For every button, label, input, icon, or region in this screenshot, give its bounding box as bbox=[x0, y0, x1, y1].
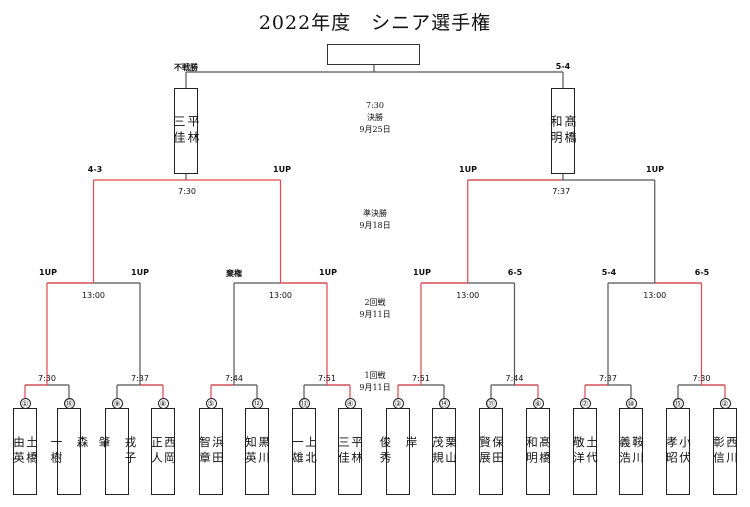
match-time: 13:00 bbox=[456, 291, 480, 300]
champion-box bbox=[327, 44, 420, 65]
player-name-box: 平林 三佳 bbox=[337, 408, 364, 495]
player-name-box: 髙橋 和明 bbox=[525, 408, 552, 495]
player-name-box: 上北 一雄 bbox=[291, 408, 318, 495]
match-result: 1UP bbox=[39, 268, 57, 277]
player-name-box: 西川 彰信 bbox=[712, 408, 739, 495]
match-time: 7:30 bbox=[692, 374, 711, 383]
first-date: 9月11日 bbox=[359, 383, 391, 392]
player-name-box: 鞍川 義浩 bbox=[618, 408, 645, 495]
finalist-box: 平林 三佳 bbox=[172, 88, 200, 174]
match-result: 1UP bbox=[413, 268, 431, 277]
match-result: 不戦勝 bbox=[174, 63, 198, 72]
player-name-box: 戎子 肇 bbox=[98, 408, 138, 495]
match-result: 6-5 bbox=[694, 268, 710, 277]
page-title: 2022年度 シニア選手権 bbox=[258, 12, 492, 34]
player-name-box: 西岡 正人 bbox=[150, 408, 177, 495]
match-time: 7:37 bbox=[131, 374, 149, 383]
final-time: 7:30 bbox=[366, 101, 384, 110]
match-result: 4-3 bbox=[87, 165, 103, 174]
player-name-box: 土橋 由英 bbox=[12, 408, 39, 495]
match-result: 6-5 bbox=[507, 268, 523, 277]
match-time: 7:30 bbox=[38, 374, 56, 383]
match-result: 棄権 bbox=[226, 269, 242, 278]
match-time: 7:37 bbox=[599, 374, 617, 383]
round-note-final: 7:30 決勝 9月25日 bbox=[359, 100, 390, 136]
player-name-box: 栗山 茂規 bbox=[431, 408, 458, 495]
match-result: 1UP bbox=[131, 268, 149, 277]
finalist-box: 髙橋 和明 bbox=[549, 88, 577, 174]
player-name-box: 浜田 智章 bbox=[198, 408, 225, 495]
match-result: 1UP bbox=[273, 165, 291, 174]
player-name-box: 土代 敬洋 bbox=[572, 408, 599, 495]
final-round-name: 決勝 bbox=[367, 113, 383, 122]
match-time: 7:44 bbox=[225, 374, 243, 383]
round-note-second: 2回戦 9月11日 bbox=[359, 297, 390, 321]
semi-date: 9月18日 bbox=[359, 221, 391, 230]
second-round-name: 2回戦 bbox=[364, 298, 386, 307]
match-time: 13:00 bbox=[643, 291, 667, 300]
first-round-name: 1回戦 bbox=[364, 371, 386, 380]
player-name-box: 小伏 孝昭 bbox=[665, 408, 692, 495]
player-name-box: 岸 俊秀 bbox=[379, 408, 419, 495]
final-date: 9月25日 bbox=[359, 125, 391, 134]
match-time: 7:44 bbox=[505, 374, 524, 383]
match-time: 7:30 bbox=[178, 187, 196, 196]
match-time: 13:00 bbox=[268, 291, 293, 300]
semi-round-name: 準決勝 bbox=[363, 209, 387, 218]
second-date: 9月11日 bbox=[359, 310, 391, 319]
match-result: 5-4 bbox=[555, 62, 571, 71]
match-result: 1UP bbox=[459, 165, 477, 174]
player-name-box: 保田 賢展 bbox=[478, 408, 505, 495]
match-result: 1UP bbox=[319, 268, 337, 277]
match-time: 7:37 bbox=[552, 187, 571, 196]
match-result: 5-4 bbox=[601, 268, 617, 277]
match-time: 13:00 bbox=[81, 291, 106, 300]
player-name-box: 黒川 知英 bbox=[244, 408, 271, 495]
player-name-box: 森 一樹 bbox=[50, 408, 90, 495]
match-time: 7:51 bbox=[412, 374, 430, 383]
match-result: 1UP bbox=[646, 165, 664, 174]
round-note-first: 1回戦 9月11日 bbox=[359, 370, 390, 394]
match-time: 7:51 bbox=[318, 374, 336, 383]
round-note-semi: 準決勝 9月18日 bbox=[359, 208, 390, 232]
